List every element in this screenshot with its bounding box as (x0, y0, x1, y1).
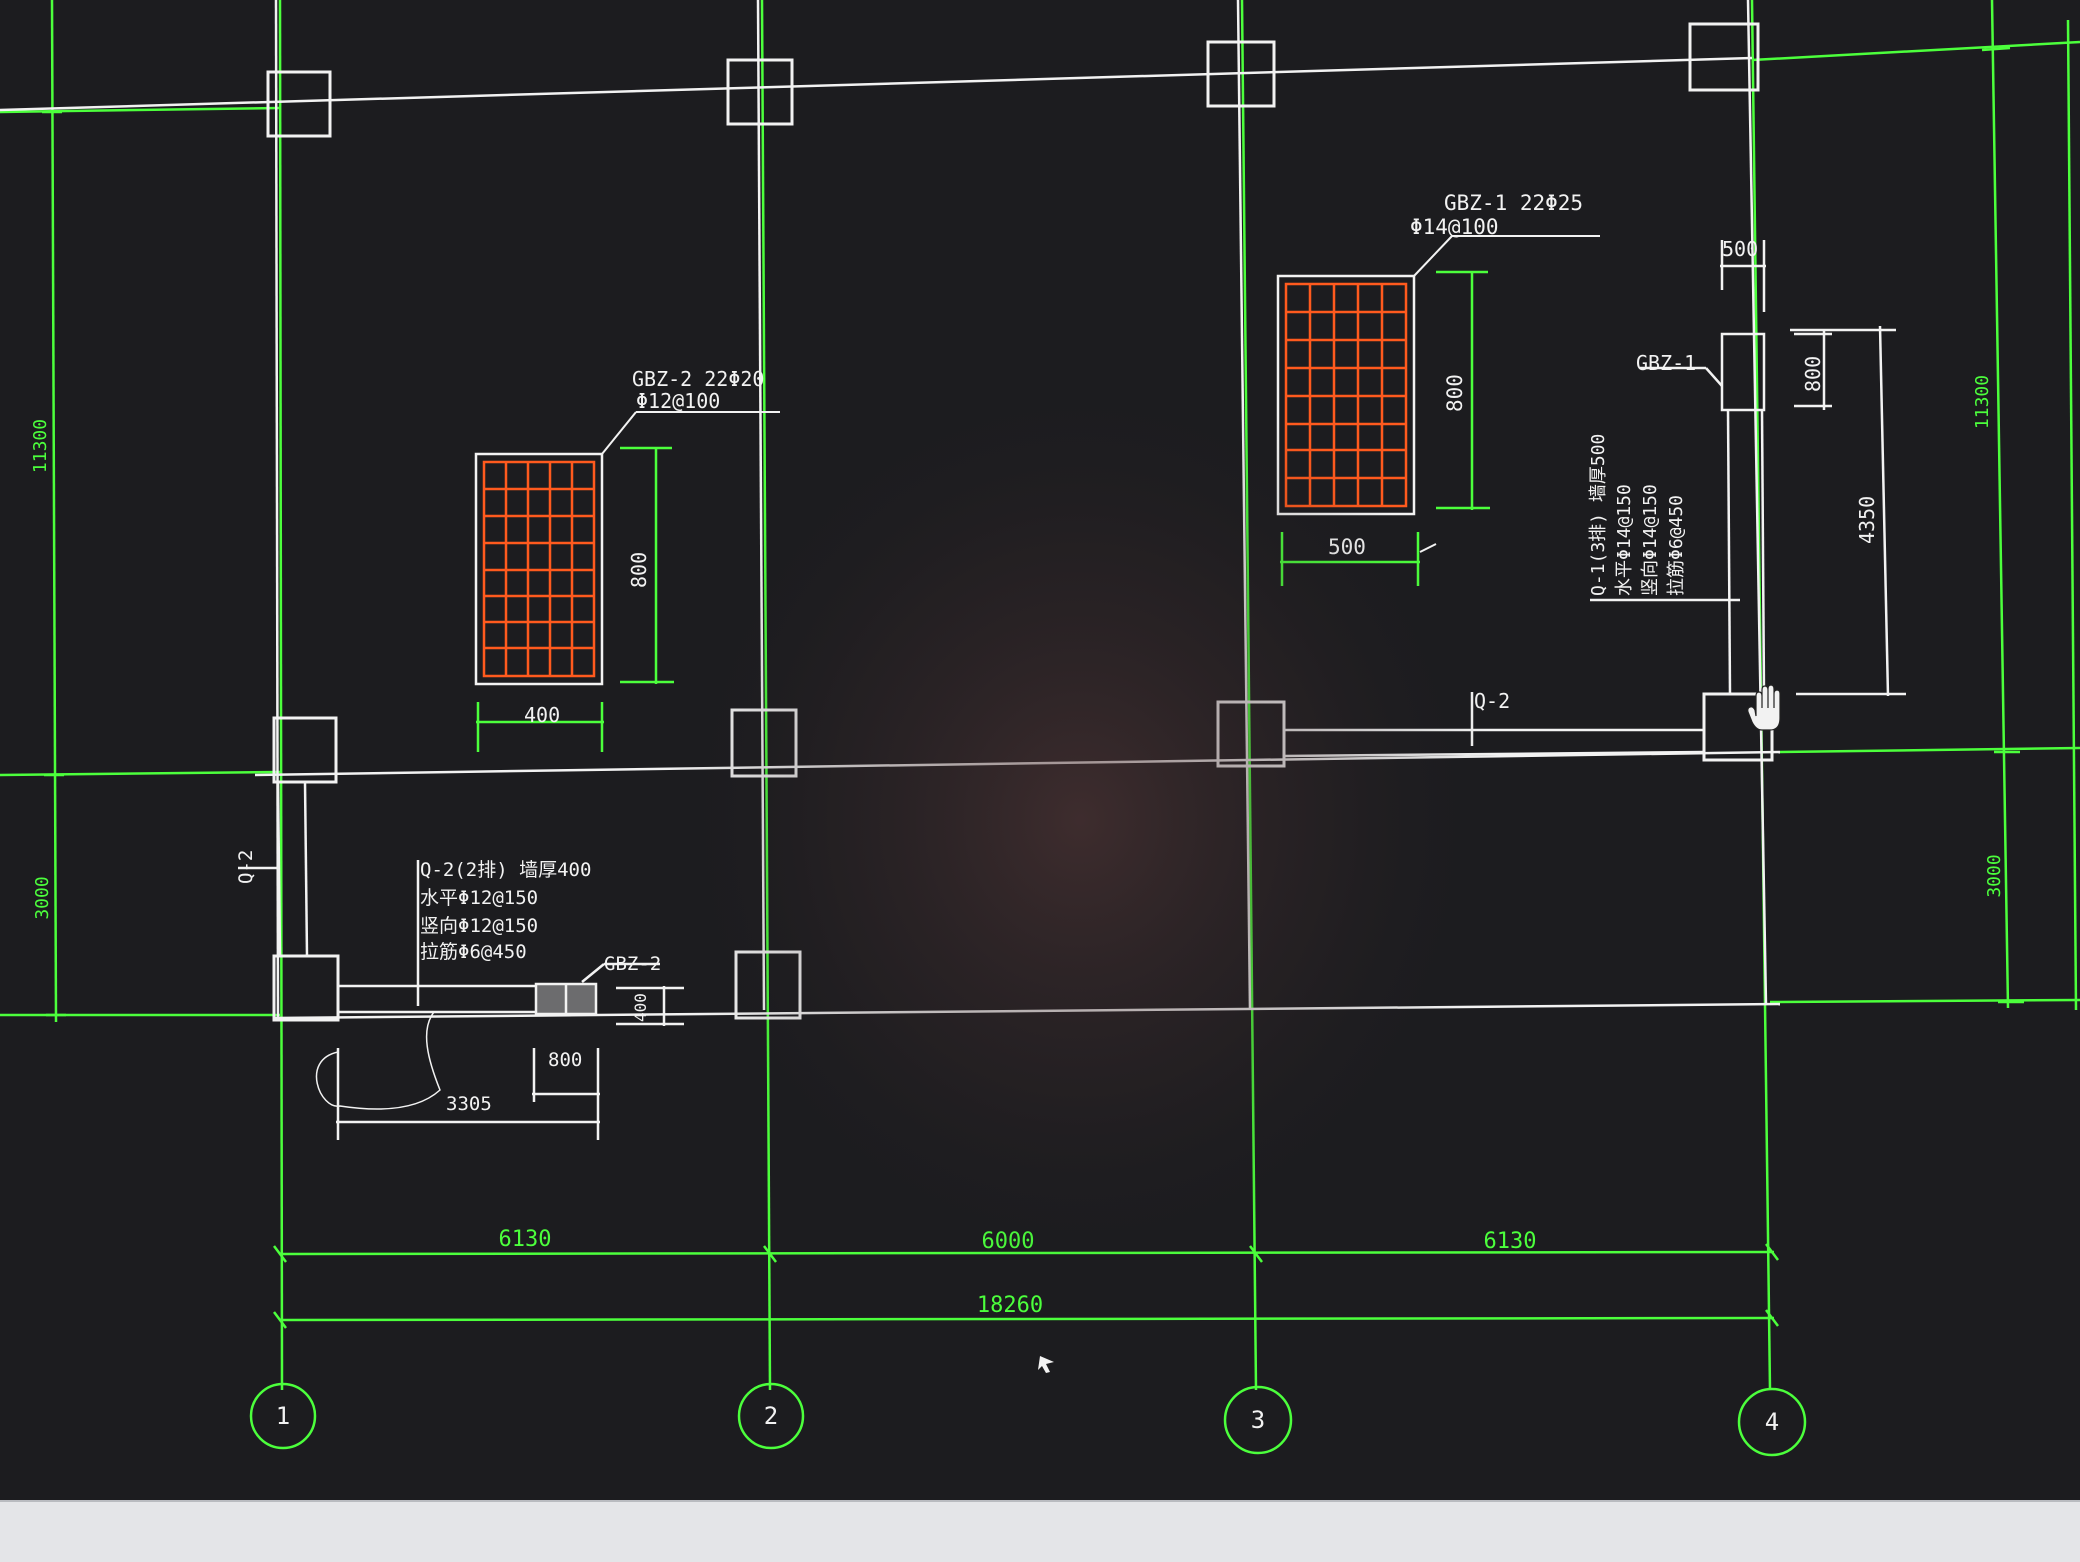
bottom-dimension-line-total (279, 1316, 1775, 1322)
gbz1-small-column[interactable] (1720, 332, 1766, 412)
cad-viewport[interactable]: 1 2 3 4 6130 6000 6130 18260 11300 3000 … (0, 0, 2080, 1500)
axis-bubble-3[interactable] (1223, 1385, 1293, 1455)
gbz2-bottom-label: GBZ-2 (604, 953, 661, 975)
wall-q1-spec-line-2: 水平Φ14@150 (1614, 484, 1635, 596)
gbz2-title: GBZ-2 22Φ20 (632, 367, 764, 391)
wall-q2-spec-line-2: 水平Φ12@150 (420, 887, 538, 909)
column-3A[interactable] (1206, 40, 1276, 108)
axis-line-C-right (1769, 998, 2080, 1004)
axis-bubble-2[interactable] (737, 1382, 805, 1450)
column-4A[interactable] (1688, 22, 1760, 92)
column-1A[interactable] (266, 70, 332, 138)
wall-q2-spec-line-4: 拉筋Φ6@450 (420, 941, 527, 963)
axis-label-4: 4 (1765, 1408, 1779, 1436)
gbz1-wall-label: GBZ-1 (1636, 351, 1696, 375)
gbz2-stirrup: Φ12@100 (636, 389, 720, 413)
handwritten-mark (315, 1011, 441, 1110)
dim-right-lower: 3000 (1984, 854, 2005, 897)
right-dim-800: 800 (1801, 356, 1825, 392)
axis-label-3: 3 (1251, 1406, 1265, 1434)
gbz1-column-detail[interactable] (1276, 274, 1416, 516)
status-bar (0, 1500, 2080, 1562)
gbz1-rebar-grid (1284, 282, 1408, 508)
pan-hand-cursor-icon (1747, 684, 1781, 731)
wall-q2-spec-line-1: Q-2(2排) 墙厚400 (420, 859, 591, 881)
wall-q2-spec-line-3: 竖向Φ12@150 (420, 915, 538, 937)
dim-left-lower: 3000 (32, 876, 53, 919)
axis-bubble-4[interactable] (1737, 1387, 1807, 1457)
column-2A[interactable] (726, 58, 794, 126)
left-dimension-line (50, 0, 58, 1023)
dim-total: 18260 (977, 1293, 1043, 1318)
wall-q1-spec-line-1: Q-1(3排) 墙厚500 (1588, 434, 1609, 596)
gbz2-width: 400 (524, 703, 560, 727)
gbz1-title: GBZ-1 22Φ25 (1444, 191, 1583, 215)
gbz1-height: 800 (1443, 374, 1467, 412)
right-dim-500: 500 (1722, 237, 1758, 261)
axis-line-1 (278, 0, 284, 1391)
dim-3305: 3305 (446, 1093, 492, 1115)
gbz2-bottom-dim: 400 (631, 993, 650, 1022)
axis-bubble-1[interactable] (249, 1382, 317, 1450)
axis-line-B-right (1779, 746, 2080, 754)
axis-line-A-right (1751, 40, 2080, 62)
beam-top (0, 56, 1753, 112)
axis-label-1: 1 (276, 1402, 290, 1430)
gbz2-rebar-grid (482, 460, 596, 678)
gbz1-stirrup: Φ14@100 (1410, 215, 1499, 239)
screen-glare (660, 360, 1500, 1280)
wall-q2-left (238, 781, 684, 1140)
dim-left-upper: 11300 (30, 419, 51, 473)
cad-drawing-canvas[interactable]: 1 2 3 4 6130 6000 6130 18260 11300 3000 … (0, 0, 2080, 1500)
arrow-cursor-icon (1038, 1356, 1054, 1373)
wall-q2-label-left: Q-2 (235, 850, 257, 884)
gbz2-column-detail[interactable] (474, 452, 604, 686)
dim-right-upper: 11300 (1972, 375, 1993, 429)
wall-q1-spec-line-3: 竖向Φ14@150 (1640, 484, 1661, 596)
axis-label-2: 2 (764, 1402, 778, 1430)
dim-span-3-4: 6130 (1484, 1229, 1537, 1254)
axis-bubbles (249, 1382, 1807, 1457)
wall-q1-spec-line-4: 拉筋Φ6@450 (1666, 495, 1687, 596)
gbz2-height: 800 (627, 552, 651, 588)
dim-span-1-2: 6130 (499, 1227, 552, 1252)
dim-800-bottom: 800 (548, 1049, 582, 1071)
right-dimension-line (1990, 0, 2010, 1009)
right-dim-4350: 4350 (1855, 496, 1879, 544)
